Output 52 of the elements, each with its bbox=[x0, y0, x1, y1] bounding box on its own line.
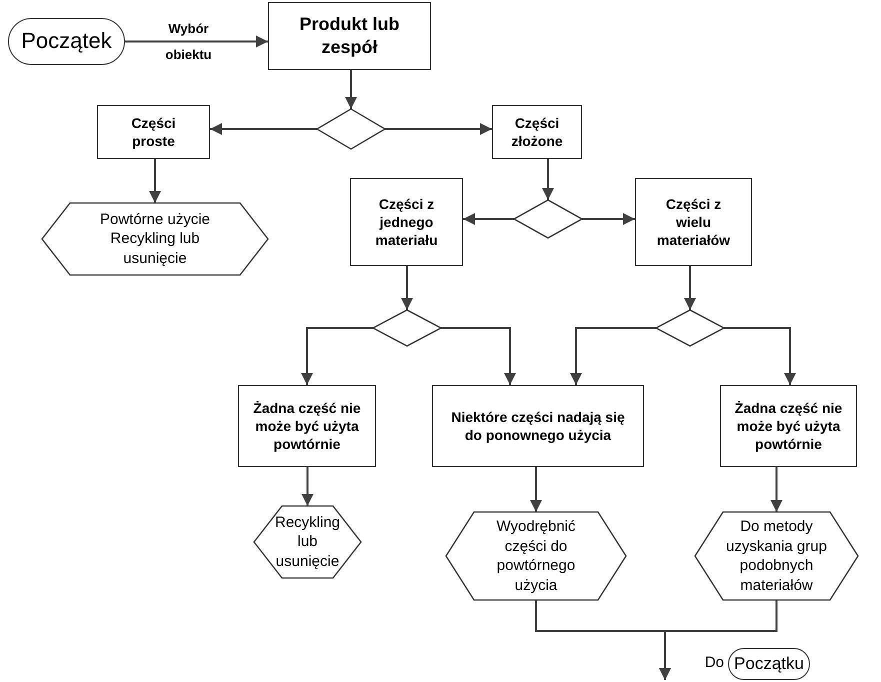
arrow bbox=[530, 467, 542, 512]
process-label: Żadna część nie może być użyta powtórnie bbox=[734, 398, 844, 454]
terminator-pill bbox=[728, 648, 810, 680]
process-label: Części z jednego materiału bbox=[374, 194, 439, 250]
step-label: Recykling lub usunięcie bbox=[274, 512, 342, 572]
arrow bbox=[302, 467, 314, 506]
arrow bbox=[210, 123, 317, 135]
process-label: Części złożone bbox=[510, 114, 564, 150]
edge-label: Wybór obiektu bbox=[164, 20, 213, 64]
arrow bbox=[441, 327, 516, 385]
arrow bbox=[125, 36, 268, 48]
process-box bbox=[492, 105, 582, 159]
arrow bbox=[570, 327, 656, 385]
step-label: Do metody uzyskania grup podobnych materiałów bbox=[725, 517, 828, 595]
arrow bbox=[463, 213, 514, 225]
process-box bbox=[97, 105, 210, 159]
arrow bbox=[659, 600, 778, 680]
terminator-label: Początku bbox=[734, 652, 804, 675]
terminator-label: Początek bbox=[21, 27, 112, 56]
arrow bbox=[401, 266, 413, 310]
process-box bbox=[432, 385, 644, 467]
preparation-hexagon bbox=[695, 512, 858, 600]
arrow bbox=[345, 70, 357, 109]
process-box bbox=[238, 385, 376, 467]
process-box bbox=[635, 178, 752, 266]
step-label: Wyodrębnić części do powtórnego użycia bbox=[495, 517, 577, 595]
process-box bbox=[268, 2, 431, 70]
decision-diamond bbox=[514, 200, 582, 238]
process-label: Produkt lub zespół bbox=[298, 12, 400, 59]
arrow bbox=[385, 123, 492, 135]
arrow bbox=[149, 159, 161, 203]
arrow bbox=[724, 327, 796, 385]
terminator-pill bbox=[8, 18, 125, 65]
arrow bbox=[301, 327, 373, 385]
process-box bbox=[720, 385, 857, 467]
preparation-hexagon bbox=[254, 506, 361, 578]
arrow bbox=[684, 266, 696, 310]
arrow bbox=[770, 467, 782, 512]
connector-note: Do bbox=[704, 654, 724, 671]
process-label: Części proste bbox=[130, 114, 177, 150]
decision-diamond bbox=[656, 310, 724, 346]
decision-diamond bbox=[373, 310, 441, 346]
process-label: Żadna część nie może być użyta powtórnie bbox=[252, 398, 362, 454]
decision-diamond bbox=[317, 109, 385, 149]
process-label: Części z wielu materiałów bbox=[656, 194, 732, 250]
arrow bbox=[582, 213, 635, 225]
preparation-hexagon bbox=[42, 203, 268, 275]
preparation-hexagon bbox=[446, 512, 626, 600]
step-label: Powtórne użycie Recykling lub usunięcie bbox=[98, 210, 212, 268]
arrow bbox=[542, 159, 554, 200]
process-box bbox=[350, 178, 463, 266]
process-label: Niektóre części nadają się do ponownego użycia bbox=[450, 408, 626, 444]
